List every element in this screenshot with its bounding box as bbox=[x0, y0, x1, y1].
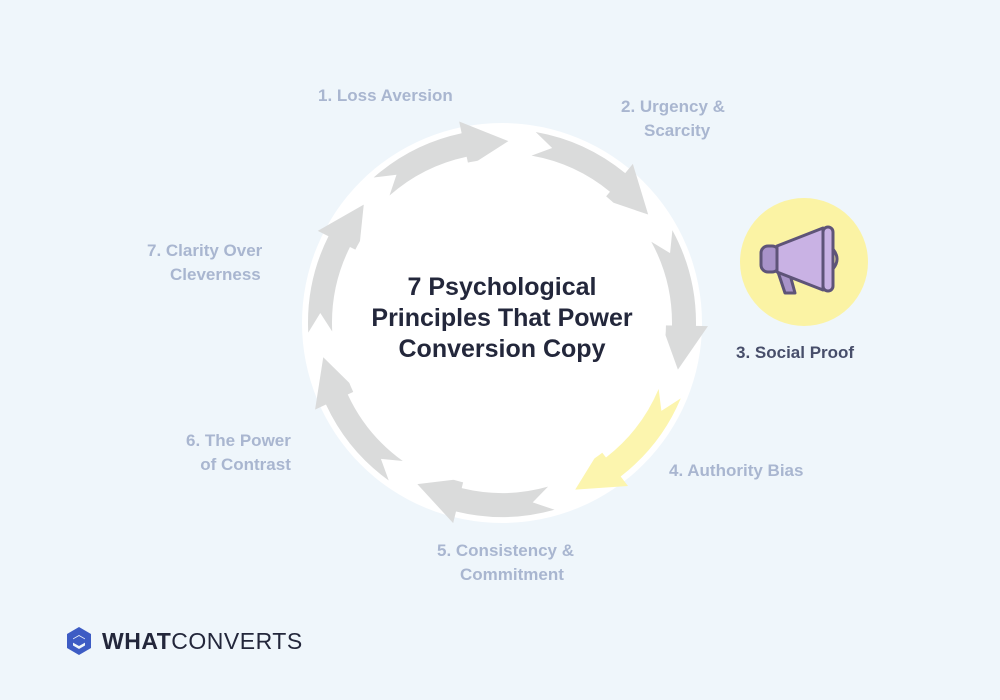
whatconverts-logo: WHATCONVERTS bbox=[66, 626, 303, 656]
principle-label-5: 5. Consistency & Commitment bbox=[437, 541, 574, 584]
megaphone-icon bbox=[759, 225, 839, 295]
title-line-2: Principles That Power bbox=[371, 304, 633, 332]
title-line-3: Conversion Copy bbox=[398, 335, 606, 363]
logo-word-bold: WHAT bbox=[102, 627, 172, 654]
principle-label-3: 3. Social Proof bbox=[736, 343, 855, 362]
cycle-arrow-7 bbox=[373, 121, 509, 196]
whatconverts-logo-icon bbox=[67, 627, 91, 655]
principle-label-7: 7. Clarity Over Cleverness bbox=[147, 241, 263, 284]
cycle-arrow-5 bbox=[315, 357, 403, 481]
principle-label-6: 6. The Power of Contrast bbox=[186, 431, 291, 474]
logo-word-light: CONVERTS bbox=[171, 627, 303, 654]
principle-label-2: 2. Urgency & Scarcity bbox=[621, 97, 725, 140]
title-line-1: 7 Psychological bbox=[407, 273, 597, 301]
cycle-arrow-4 bbox=[417, 478, 555, 524]
principle-label-4: 4. Authority Bias bbox=[669, 461, 804, 480]
center-disc bbox=[338, 159, 666, 487]
diagram-title: 7 Psychological Principles That Power Co… bbox=[352, 272, 652, 365]
logo-wordmark: WHATCONVERTS bbox=[102, 628, 303, 655]
megaphone-badge bbox=[740, 198, 868, 326]
principle-label-1: 1. Loss Aversion bbox=[318, 86, 453, 105]
cycle-arrows bbox=[308, 121, 708, 524]
cycle-arrow-3 bbox=[575, 389, 681, 490]
cycle-arrow-6 bbox=[308, 204, 364, 333]
cycle-arrow-1 bbox=[531, 131, 649, 215]
